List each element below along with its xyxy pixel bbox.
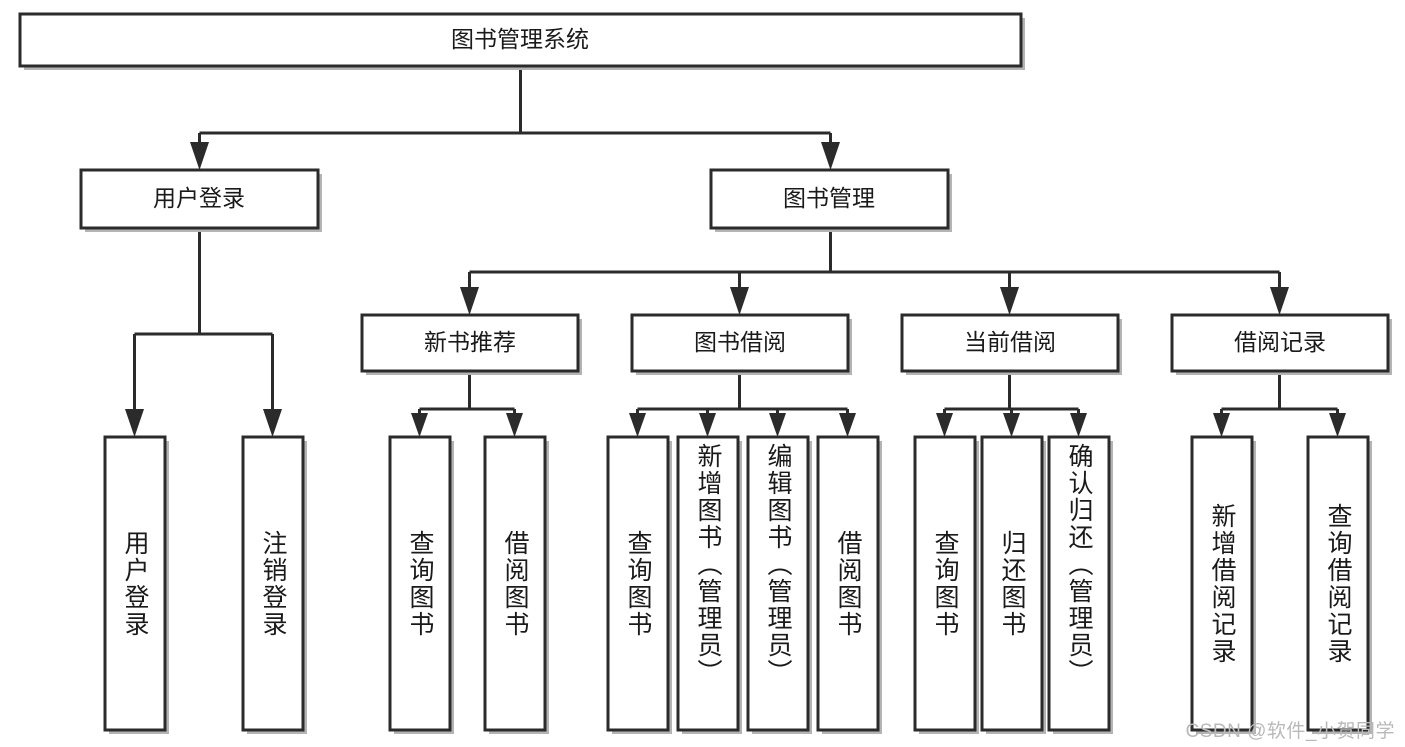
node-new-book-recommend[interactable]: 新书推荐 <box>360 313 582 375</box>
arrowhead-borrow-record <box>1270 287 1289 315</box>
new-book-recommend-box <box>360 313 580 373</box>
leaf-query-record-box <box>1306 435 1370 732</box>
leaf-edit-book-box <box>746 435 810 732</box>
node-user-login[interactable]: 用户登录 <box>79 168 322 232</box>
arrowhead-new-book-recommend <box>460 287 479 315</box>
arrowhead-leaf-user-logout <box>263 409 282 437</box>
leaf-user-logout-box <box>241 435 305 732</box>
watermark-text: CSDN @软件_小贺同学 <box>1185 721 1395 742</box>
borrow-record-label: 借阅记录 <box>1234 329 1326 355</box>
node-leaf-add-record[interactable] <box>1190 435 1256 734</box>
arrowhead-book-manage <box>821 142 840 170</box>
arrowhead-leaf-user-login <box>125 409 144 437</box>
book-borrow-box <box>630 313 850 373</box>
leaf-borrow-book-2-box <box>816 435 880 732</box>
leaf-borrow-book-1-box <box>483 435 547 732</box>
root-label: 图书管理系统 <box>451 26 589 52</box>
connector-group-user-login <box>125 232 282 437</box>
connector-group-book-manage <box>460 232 1289 315</box>
node-leaf-user-logout[interactable] <box>241 435 307 734</box>
node-leaf-query-record[interactable] <box>1306 435 1372 734</box>
node-root[interactable]: 图书管理系统 <box>18 12 1025 70</box>
node-leaf-query-book-2[interactable] <box>606 435 672 734</box>
node-book-borrow[interactable]: 图书借阅 <box>630 313 852 375</box>
arrowhead-leaf-confirm-return <box>1070 413 1087 437</box>
arrowhead-leaf-edit-book <box>769 413 786 437</box>
leaf-confirm-return-box <box>1047 435 1111 732</box>
book-manage-label: 图书管理 <box>783 185 875 211</box>
arrowhead-leaf-return-book <box>1003 413 1020 437</box>
node-book-manage[interactable]: 图书管理 <box>709 168 952 232</box>
node-leaf-query-book-3[interactable] <box>913 435 979 734</box>
arrowhead-leaf-query-book-1 <box>411 413 428 437</box>
node-leaf-confirm-return[interactable] <box>1047 435 1113 734</box>
arrowhead-leaf-add-record <box>1213 413 1230 437</box>
connector-group-book-borrow <box>629 375 856 437</box>
node-leaf-add-book[interactable] <box>676 435 742 734</box>
arrowhead-leaf-query-book-3 <box>936 413 953 437</box>
node-leaf-edit-book[interactable] <box>746 435 812 734</box>
arrowhead-book-borrow <box>730 287 749 315</box>
current-borrow-label: 当前借阅 <box>964 329 1056 355</box>
connector-group-root <box>190 66 840 170</box>
node-leaf-query-book-1[interactable] <box>388 435 454 734</box>
arrowhead-leaf-query-book-2 <box>629 413 646 437</box>
node-current-borrow[interactable]: 当前借阅 <box>900 313 1122 375</box>
connector-group-new-book-recommend <box>411 375 523 437</box>
node-leaf-borrow-book-1[interactable] <box>483 435 549 734</box>
arrowhead-user-login <box>190 142 209 170</box>
borrow-record-box <box>1170 313 1390 373</box>
connector-group-borrow-record <box>1213 375 1346 437</box>
current-borrow-box <box>900 313 1120 373</box>
leaf-query-book-1-box <box>388 435 452 732</box>
node-borrow-record[interactable]: 借阅记录 <box>1170 313 1392 375</box>
arrowhead-leaf-query-record <box>1329 413 1346 437</box>
leaf-user-login-box <box>103 435 167 732</box>
arrowhead-leaf-borrow-book-2 <box>839 413 856 437</box>
node-leaf-user-login[interactable] <box>103 435 169 734</box>
book-manage-box <box>709 168 950 230</box>
root-box <box>18 12 1023 68</box>
leaf-add-record-box <box>1190 435 1254 732</box>
arrowhead-leaf-add-book <box>699 413 716 437</box>
book-borrow-label: 图书借阅 <box>694 329 786 355</box>
new-book-recommend-label: 新书推荐 <box>424 329 516 355</box>
leaf-return-book-box <box>980 435 1044 732</box>
user-login-box <box>79 168 320 230</box>
user-login-label: 用户登录 <box>153 185 245 211</box>
node-leaf-return-book[interactable] <box>980 435 1046 734</box>
node-leaf-borrow-book-2[interactable] <box>816 435 882 734</box>
leaf-add-book-box <box>676 435 740 732</box>
arrowhead-current-borrow <box>1000 287 1019 315</box>
arrowhead-leaf-borrow-book-1 <box>506 413 523 437</box>
leaf-query-book-3-box <box>913 435 977 732</box>
leaf-query-book-2-box <box>606 435 670 732</box>
connector-group-current-borrow <box>936 375 1087 437</box>
